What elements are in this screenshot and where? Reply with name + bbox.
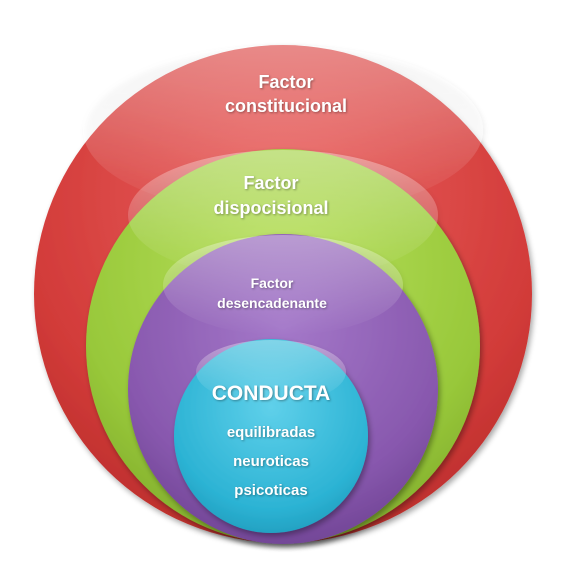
label-line: Factor <box>250 275 294 291</box>
label-factor-dispocisional: Factor dispocisional <box>213 171 328 221</box>
label-line: Factor <box>243 173 299 193</box>
label-conducta-title: CONDUCTA <box>211 382 331 405</box>
label-line: dispocisional <box>213 198 329 218</box>
label-factor-constitucional: Factor constitucional <box>225 70 347 118</box>
list-item: psicoticas <box>234 482 308 499</box>
label-line: Factor <box>258 72 314 92</box>
label-conducta-items: equilibradas neuroticas psicoticas <box>227 418 315 505</box>
label-line: desencadenante <box>217 295 327 311</box>
core-conducta <box>174 339 368 533</box>
list-item: equilibradas <box>226 424 316 441</box>
label-line: constitucional <box>224 96 348 116</box>
list-item: neuroticas <box>233 453 309 470</box>
label-factor-desencadenante: Factor desencadenante <box>217 273 327 313</box>
